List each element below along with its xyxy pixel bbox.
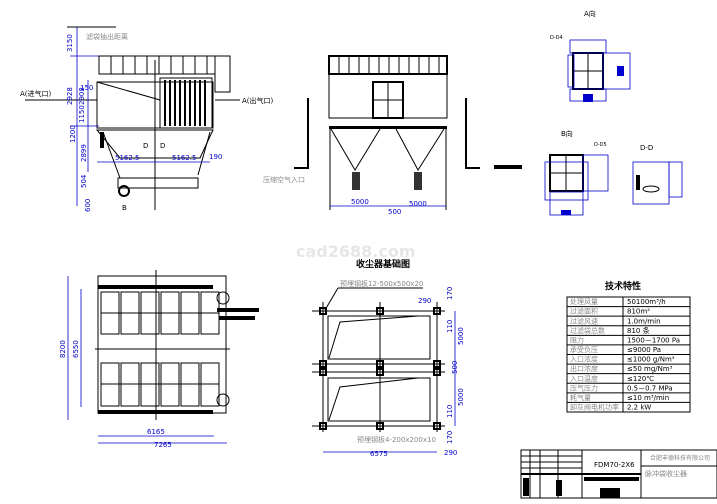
spec-label: 压气压力 xyxy=(570,383,598,392)
section-d-1: D xyxy=(143,142,148,150)
spec-label: 耗气量 xyxy=(570,393,591,402)
b-view-label: B向 xyxy=(561,129,573,138)
b-view-note: D-D5 xyxy=(594,142,607,148)
spec-value: ≤50 mg/Nm³ xyxy=(627,365,673,373)
dim-5000-top: 5000 xyxy=(457,327,465,345)
spec-value: ≤9000 Pa xyxy=(627,346,661,354)
inlet-label: A(进气口) xyxy=(20,89,52,98)
front-view: 5000 5000 500 xyxy=(294,55,522,216)
spec-label: 处理风量 xyxy=(570,297,598,306)
dim-3150: 3150 xyxy=(66,34,74,52)
dim-5000-left: 5000 xyxy=(351,198,369,206)
spec-value: ≤10 m³/min xyxy=(627,394,669,402)
product-name: 脉冲袋收尘器 xyxy=(645,469,687,478)
dim-7265: 7265 xyxy=(154,441,172,449)
side-view: 滤袋抽出距离 A(进气口) A(出气口) D D B 3150 2928 xyxy=(20,26,305,212)
spec-value: 810m² xyxy=(627,308,650,316)
dim-b110: 110 xyxy=(446,405,454,418)
dim-600: 600 xyxy=(84,199,92,212)
compressed-air-label: 压缩空气入口 xyxy=(263,175,305,184)
dim-b170: 170 xyxy=(446,431,454,444)
watermark: cad2688.com xyxy=(296,242,416,261)
section-b-label: B xyxy=(122,204,127,212)
plate-bottom-label: 预埋钢板4-200x200x10 xyxy=(357,435,436,444)
dim-1150: 1150 xyxy=(78,105,86,123)
dim-6575: 6575 xyxy=(370,450,388,458)
detail-views: A向 D-D4 B向 D-D5 D-D xyxy=(544,9,683,216)
section-d-2: D xyxy=(160,142,165,150)
plan-view: 8200 6550 6165 7265 xyxy=(59,270,259,449)
spec-value: 1.0m/min xyxy=(627,317,661,325)
spec-label: 卸灰阀电机功率 xyxy=(570,403,619,412)
dim-t110: 110 xyxy=(446,320,454,333)
outlet-label: A(出气口) xyxy=(242,96,274,105)
dim-mid-500: 500 xyxy=(451,361,459,374)
spec-value: 50100m³/h xyxy=(627,298,666,306)
spec-value: ≤1000 g/Nm³ xyxy=(627,356,675,364)
spec-value: ≤120℃ xyxy=(627,375,654,383)
dim-2899: 2899 xyxy=(80,144,88,162)
dim-6165: 6165 xyxy=(147,428,165,436)
foundation-title: 收尘器基础图 xyxy=(356,258,410,270)
spec-label: 阻力 xyxy=(570,335,584,344)
bag-removal-label: 滤袋抽出距离 xyxy=(86,32,128,41)
a-view-label: A向 xyxy=(584,9,596,18)
plate-top-label: 预埋钢板12-500x500x20 xyxy=(340,279,423,288)
tech-spec-table: 技术特性 处理风量 50100m³/h 过滤面积 810m² 过滤风速 1.0m/min 过… xyxy=(566,280,691,413)
d-view-label: D-D xyxy=(640,144,653,152)
spec-value: 810 条 xyxy=(627,326,650,335)
spec-label: 出口浓度 xyxy=(570,364,598,373)
company-name: 合肥丰德科技有限公司 xyxy=(650,454,710,462)
dim-t290: 290 xyxy=(418,297,431,305)
dim-504: 504 xyxy=(80,174,88,188)
spec-label: 入口浓度 xyxy=(570,355,598,364)
dim-5000-right: 5000 xyxy=(409,200,427,208)
dim-2908: 2908 xyxy=(78,87,86,105)
dim-8200: 8200 xyxy=(59,340,67,358)
dim-190: 190 xyxy=(209,153,222,161)
spec-label: 过滤袋总数 xyxy=(570,326,605,335)
spec-value: 2.2 kW xyxy=(627,404,651,412)
spec-value: 0.5－0.7 MPa xyxy=(627,384,673,392)
dim-150: 150 xyxy=(80,84,93,92)
spec-label: 过滤风速 xyxy=(570,316,598,325)
spec-label: 入口温度 xyxy=(570,374,598,383)
dim-5000-bottom: 5000 xyxy=(457,388,465,406)
dim-1200: 1200 xyxy=(69,125,77,143)
title-block: FDM70-2X6 合肥丰德科技有限公司 脉冲袋收尘器 xyxy=(520,449,717,499)
a-view-note: D-D4 xyxy=(550,35,563,41)
dim-500: 500 xyxy=(388,208,401,216)
dim-6550: 6550 xyxy=(72,340,80,358)
dim-b290: 290 xyxy=(444,449,457,457)
spec-label: 过滤面积 xyxy=(570,307,598,316)
dim-half-2: 5162.5 xyxy=(172,154,197,162)
model-number: FDM70-2X6 xyxy=(594,461,635,469)
dim-half-1: 5162.5 xyxy=(115,154,140,162)
spec-label: 承受负压 xyxy=(570,345,598,354)
foundation-plan: 收尘器基础图 预埋钢板12-500x500x20 预埋钢板4-200x200x1… xyxy=(312,258,465,458)
spec-value: 1500－1700 Pa xyxy=(627,336,680,344)
dim-t170: 170 xyxy=(446,287,454,300)
dim-2928: 2928 xyxy=(66,87,74,105)
tech-table-title: 技术特性 xyxy=(605,280,641,292)
